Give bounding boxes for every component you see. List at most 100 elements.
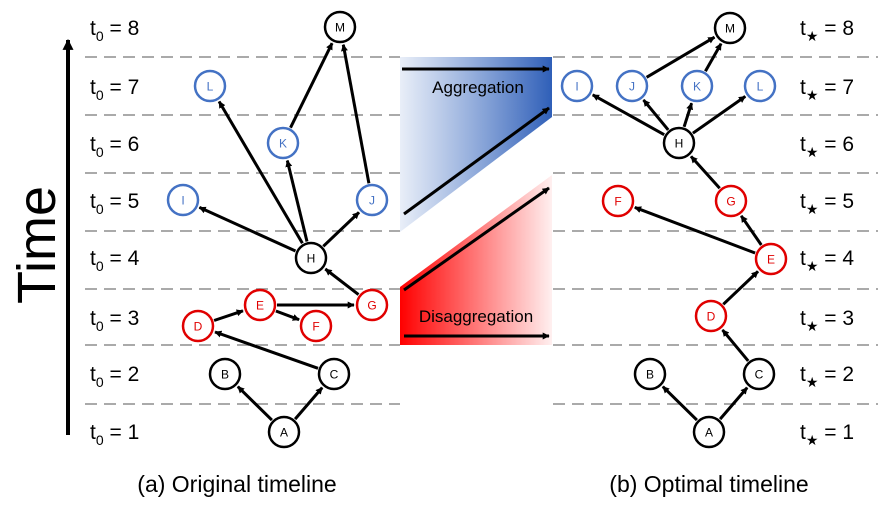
node-l: L <box>193 69 227 103</box>
node-f: F <box>601 184 635 218</box>
time-row-label: t0 = 4 <box>90 247 140 274</box>
aggregation-banner: Aggregation <box>400 57 552 232</box>
edge-h-k <box>682 102 694 128</box>
disaggregation-label: Disaggregation <box>419 307 533 326</box>
node-i: I <box>560 69 594 103</box>
node-label: F <box>312 320 319 334</box>
node-label: C <box>755 368 764 382</box>
edge-h-l <box>692 95 747 135</box>
node-label: A <box>705 426 713 440</box>
time-row-label: t★ = 4 <box>800 247 854 274</box>
edge-h-i <box>198 206 297 253</box>
node-label: H <box>307 252 316 266</box>
time-row-label: t★ = 3 <box>800 307 854 334</box>
node-label: E <box>256 299 264 313</box>
node-b: B <box>633 357 667 391</box>
node-label: A <box>280 426 288 440</box>
time-row-label: t★ = 2 <box>800 363 854 390</box>
left-row-labels: t0 = 8t0 = 7t0 = 6t0 = 5t0 = 4t0 = 3t0 =… <box>90 17 140 448</box>
time-row-label: t0 = 3 <box>90 307 139 334</box>
node-label: K <box>279 137 287 151</box>
node-label: G <box>726 195 735 209</box>
caption-original-timeline: (a) Original timeline <box>137 471 336 497</box>
node-label: H <box>675 137 684 151</box>
node-circle <box>323 10 357 44</box>
node-label: K <box>693 80 701 94</box>
node-circle <box>662 126 696 160</box>
node-b: B <box>208 357 242 391</box>
node-label: D <box>707 310 716 324</box>
edge-j-m <box>341 44 371 184</box>
grid-lines <box>85 56 878 405</box>
node-circle <box>267 415 301 449</box>
node-circle <box>713 11 747 45</box>
disaggregation-wedge <box>400 175 552 345</box>
disaggregation-diagonal-arrow <box>403 186 550 292</box>
node-label: M <box>335 21 345 35</box>
edge-d-e <box>722 270 760 306</box>
edge-c-d <box>721 328 750 362</box>
node-label: J <box>629 80 635 94</box>
caption-optimal-timeline: (b) Optimal timeline <box>609 471 808 497</box>
node-k: K <box>680 69 714 103</box>
node-circle <box>166 183 200 217</box>
node-f: F <box>299 309 333 343</box>
node-label: E <box>767 253 775 267</box>
node-i: I <box>166 183 200 217</box>
node-c: C <box>742 357 776 391</box>
disaggregation-banner: Disaggregation <box>400 175 552 345</box>
node-circle <box>299 309 333 343</box>
edge-k-m <box>704 42 723 72</box>
time-row-label: t★ = 7 <box>800 76 854 103</box>
node-e: E <box>754 242 788 276</box>
time-row-label: t0 = 6 <box>90 133 139 160</box>
node-label: J <box>369 194 375 208</box>
node-circle <box>294 241 328 275</box>
node-l: L <box>743 69 777 103</box>
node-circle <box>742 357 776 391</box>
node-label: L <box>757 80 764 94</box>
time-row-label: t★ = 6 <box>800 133 854 160</box>
time-row-label: t0 = 7 <box>90 76 139 103</box>
time-row-label: t0 = 1 <box>90 421 139 448</box>
time-row-label: t★ = 1 <box>800 421 854 448</box>
optimal-timeline-graph: A B C D E F G H I J K L M <box>560 11 788 449</box>
node-circle <box>317 357 351 391</box>
node-c: C <box>317 357 351 391</box>
node-label: B <box>221 368 229 382</box>
edge-h-l <box>217 100 304 245</box>
node-label: C <box>330 368 339 382</box>
node-label: I <box>181 194 184 208</box>
edge-h-i <box>591 93 665 137</box>
edge-a-b <box>236 385 273 422</box>
node-label: M <box>725 22 735 36</box>
edge-j-m <box>645 35 716 79</box>
node-label: D <box>194 320 203 334</box>
node-circle <box>355 288 389 322</box>
node-circle <box>680 69 714 103</box>
node-circle <box>193 69 227 103</box>
time-row-label: t★ = 8 <box>800 17 854 44</box>
edge-a-b <box>661 385 698 422</box>
right-row-labels: t★ = 8t★ = 7t★ = 6t★ = 5t★ = 4t★ = 3t★ =… <box>800 17 854 448</box>
node-circle <box>560 69 594 103</box>
edge-g-h <box>689 155 721 190</box>
node-circle <box>743 69 777 103</box>
edge-e-f <box>634 205 756 255</box>
edge-h-k <box>285 159 309 242</box>
node-circle <box>694 299 728 333</box>
node-k: K <box>266 126 300 160</box>
node-j: J <box>615 69 649 103</box>
edge-d-e <box>213 309 244 322</box>
node-h: H <box>294 241 328 275</box>
time-row-label: t0 = 8 <box>90 17 139 44</box>
node-d: D <box>694 299 728 333</box>
node-e: E <box>243 288 277 322</box>
edge-e-f <box>275 309 300 322</box>
node-a: A <box>267 415 301 449</box>
node-circle <box>601 184 635 218</box>
time-axis-title: Time <box>7 186 67 304</box>
node-d: D <box>181 309 215 343</box>
node-circle <box>633 357 667 391</box>
